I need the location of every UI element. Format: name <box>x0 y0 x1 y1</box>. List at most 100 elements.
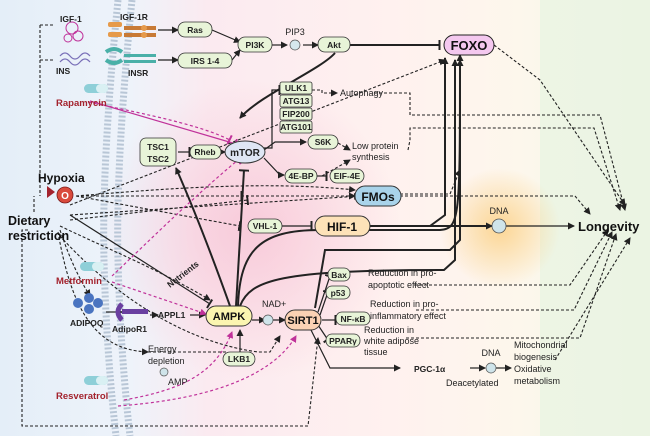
bax-label: Bax <box>331 270 347 280</box>
ras-node[interactable]: Ras <box>177 21 213 38</box>
dna-node-2[interactable]: DNA <box>481 348 501 374</box>
receptor-edges <box>158 26 441 64</box>
akt-label: Akt <box>327 40 341 50</box>
hypoxia-label: Hypoxia <box>38 171 85 185</box>
nfkb-node[interactable]: NF-κB <box>335 311 371 326</box>
appl1-label: APPL1 <box>158 310 186 320</box>
rapamycin-pill-icon <box>84 84 108 93</box>
mito-label-2: biogenesis <box>514 352 558 362</box>
igf1r-label: IGF-1R <box>120 12 148 22</box>
dna-label-1: DNA <box>489 206 508 216</box>
fmos-node[interactable]: FMOs <box>354 185 402 207</box>
foxo-label: FOXO <box>451 38 488 53</box>
irs-node[interactable]: IRS 1-4 <box>177 52 233 69</box>
akt-node[interactable]: Akt <box>317 36 351 53</box>
vhl-label: VHL-1 <box>253 221 278 231</box>
ampk-label: AMPK <box>213 311 245 323</box>
p53-label: p53 <box>331 288 346 298</box>
mtor-node[interactable]: mTOR <box>224 140 266 164</box>
mito-label-3: Oxidative <box>514 364 552 374</box>
tsc-node[interactable]: TSC1 TSC2 <box>139 137 177 167</box>
oxygen-label: O <box>61 191 69 202</box>
nfkb-label: NF-κB <box>340 314 365 324</box>
tsc1-label: TSC1 <box>147 142 169 152</box>
adipoq-label: ADIPOQ <box>70 318 104 328</box>
foxo-longevity-edge <box>493 44 626 206</box>
resveratrol-label: Resveratrol <box>56 391 108 402</box>
amp-label: AMP <box>168 377 188 387</box>
igf1r-receptor-icon <box>108 22 156 38</box>
ins-icon <box>59 52 91 66</box>
rapamycin-label: Rapamycin <box>56 98 107 109</box>
fip200-label: FIP200 <box>282 109 310 119</box>
atg13-label: ATG13 <box>283 96 310 106</box>
eif-node[interactable]: EIF-4E <box>329 168 365 184</box>
adipor1-label: AdipoR1 <box>112 324 147 334</box>
hypoxia-edges <box>69 57 591 232</box>
p53-node[interactable]: p53 <box>325 285 351 300</box>
bax-node[interactable]: Bax <box>327 267 351 282</box>
deacetylated-label: Deacetylated <box>446 378 499 388</box>
metformin-label: Metformin <box>56 276 102 287</box>
low-protein-label-1: Low protein <box>352 141 399 151</box>
red-apoptotic-label-2: apoptotic effect <box>368 280 429 290</box>
energy-label-1: Energy <box>148 344 177 354</box>
lkb1-label: LKB1 <box>228 354 250 364</box>
s6k-label: S6K <box>315 137 332 147</box>
pi3k-label: PI3K <box>246 40 266 50</box>
sirt1-label: SIRT1 <box>287 315 318 327</box>
oxygen-icon: O <box>47 186 74 204</box>
ppar-node[interactable]: PPARγ <box>325 333 361 348</box>
red-apoptotic-label-1: Reduction in pro- <box>368 268 437 278</box>
red-inflam-label-2: inflammatory effect <box>370 311 446 321</box>
insr-receptor-icon <box>104 47 156 65</box>
foxo-node[interactable]: FOXO <box>443 34 495 56</box>
dietary-label-1: Dietary <box>8 214 50 228</box>
insr-label: INSR <box>128 68 148 78</box>
hif-node[interactable]: HIF-1 <box>314 215 371 237</box>
amp-node[interactable]: AMP <box>159 367 188 387</box>
fmos-label: FMOs <box>361 190 395 204</box>
tsc2-label: TSC2 <box>147 154 169 164</box>
ulk-complex[interactable]: ULK1 ATG13 FIP200 ATG101 <box>279 81 313 134</box>
vhl-node[interactable]: VHL-1 <box>247 218 283 234</box>
mito-label-1: Mitochondrial <box>514 340 568 350</box>
pi3k-node[interactable]: PI3K <box>237 36 273 53</box>
mito-label-4: metabolism <box>514 376 560 386</box>
ppar-label: PPARγ <box>329 336 357 346</box>
rheb-node[interactable]: Rheb <box>189 144 222 160</box>
irs-label: IRS 1-4 <box>191 56 220 66</box>
red-inflam-label-1: Reduction in pro- <box>370 299 439 309</box>
adipoq-icon <box>73 293 103 314</box>
atg101-label: ATG101 <box>280 122 312 132</box>
pip3-label: PIP3 <box>285 27 305 37</box>
cell-membrane <box>100 0 136 437</box>
s6k-node[interactable]: S6K <box>307 134 339 150</box>
longevity-label: Longevity <box>578 219 640 234</box>
dna-label-2: DNA <box>481 348 500 358</box>
ebp-node[interactable]: 4E-BP <box>284 168 318 184</box>
dna-node-1[interactable]: DNA <box>489 206 509 234</box>
eif-label: EIF-4E <box>334 171 361 181</box>
hif-label: HIF-1 <box>327 220 357 234</box>
igf1-label: IGF-1 <box>60 14 82 24</box>
pgc-label: PGC-1α <box>414 364 446 374</box>
ampk-node[interactable]: AMPK <box>205 305 253 327</box>
resveratrol-pill-icon <box>84 376 108 385</box>
dietary-label-2: restriction <box>8 229 69 243</box>
ras-label: Ras <box>187 25 203 35</box>
pip3-node[interactable]: PIP3 <box>285 27 305 51</box>
lkb1-node[interactable]: LKB1 <box>222 351 256 367</box>
ins-label: INS <box>56 66 71 76</box>
autophagy-label: Autophagy <box>340 88 384 98</box>
ulk1-label: ULK1 <box>285 83 307 93</box>
red-white-label-3: tissue <box>364 347 388 357</box>
sirt1-edges <box>309 59 631 372</box>
nad-node[interactable]: NAD+ <box>262 299 286 326</box>
adipor1-receptor-icon <box>115 302 148 322</box>
low-protein-label-2: synthesis <box>352 152 390 162</box>
sirt1-node[interactable]: SIRT1 <box>284 309 322 331</box>
mtor-downstream-edges <box>263 85 627 211</box>
